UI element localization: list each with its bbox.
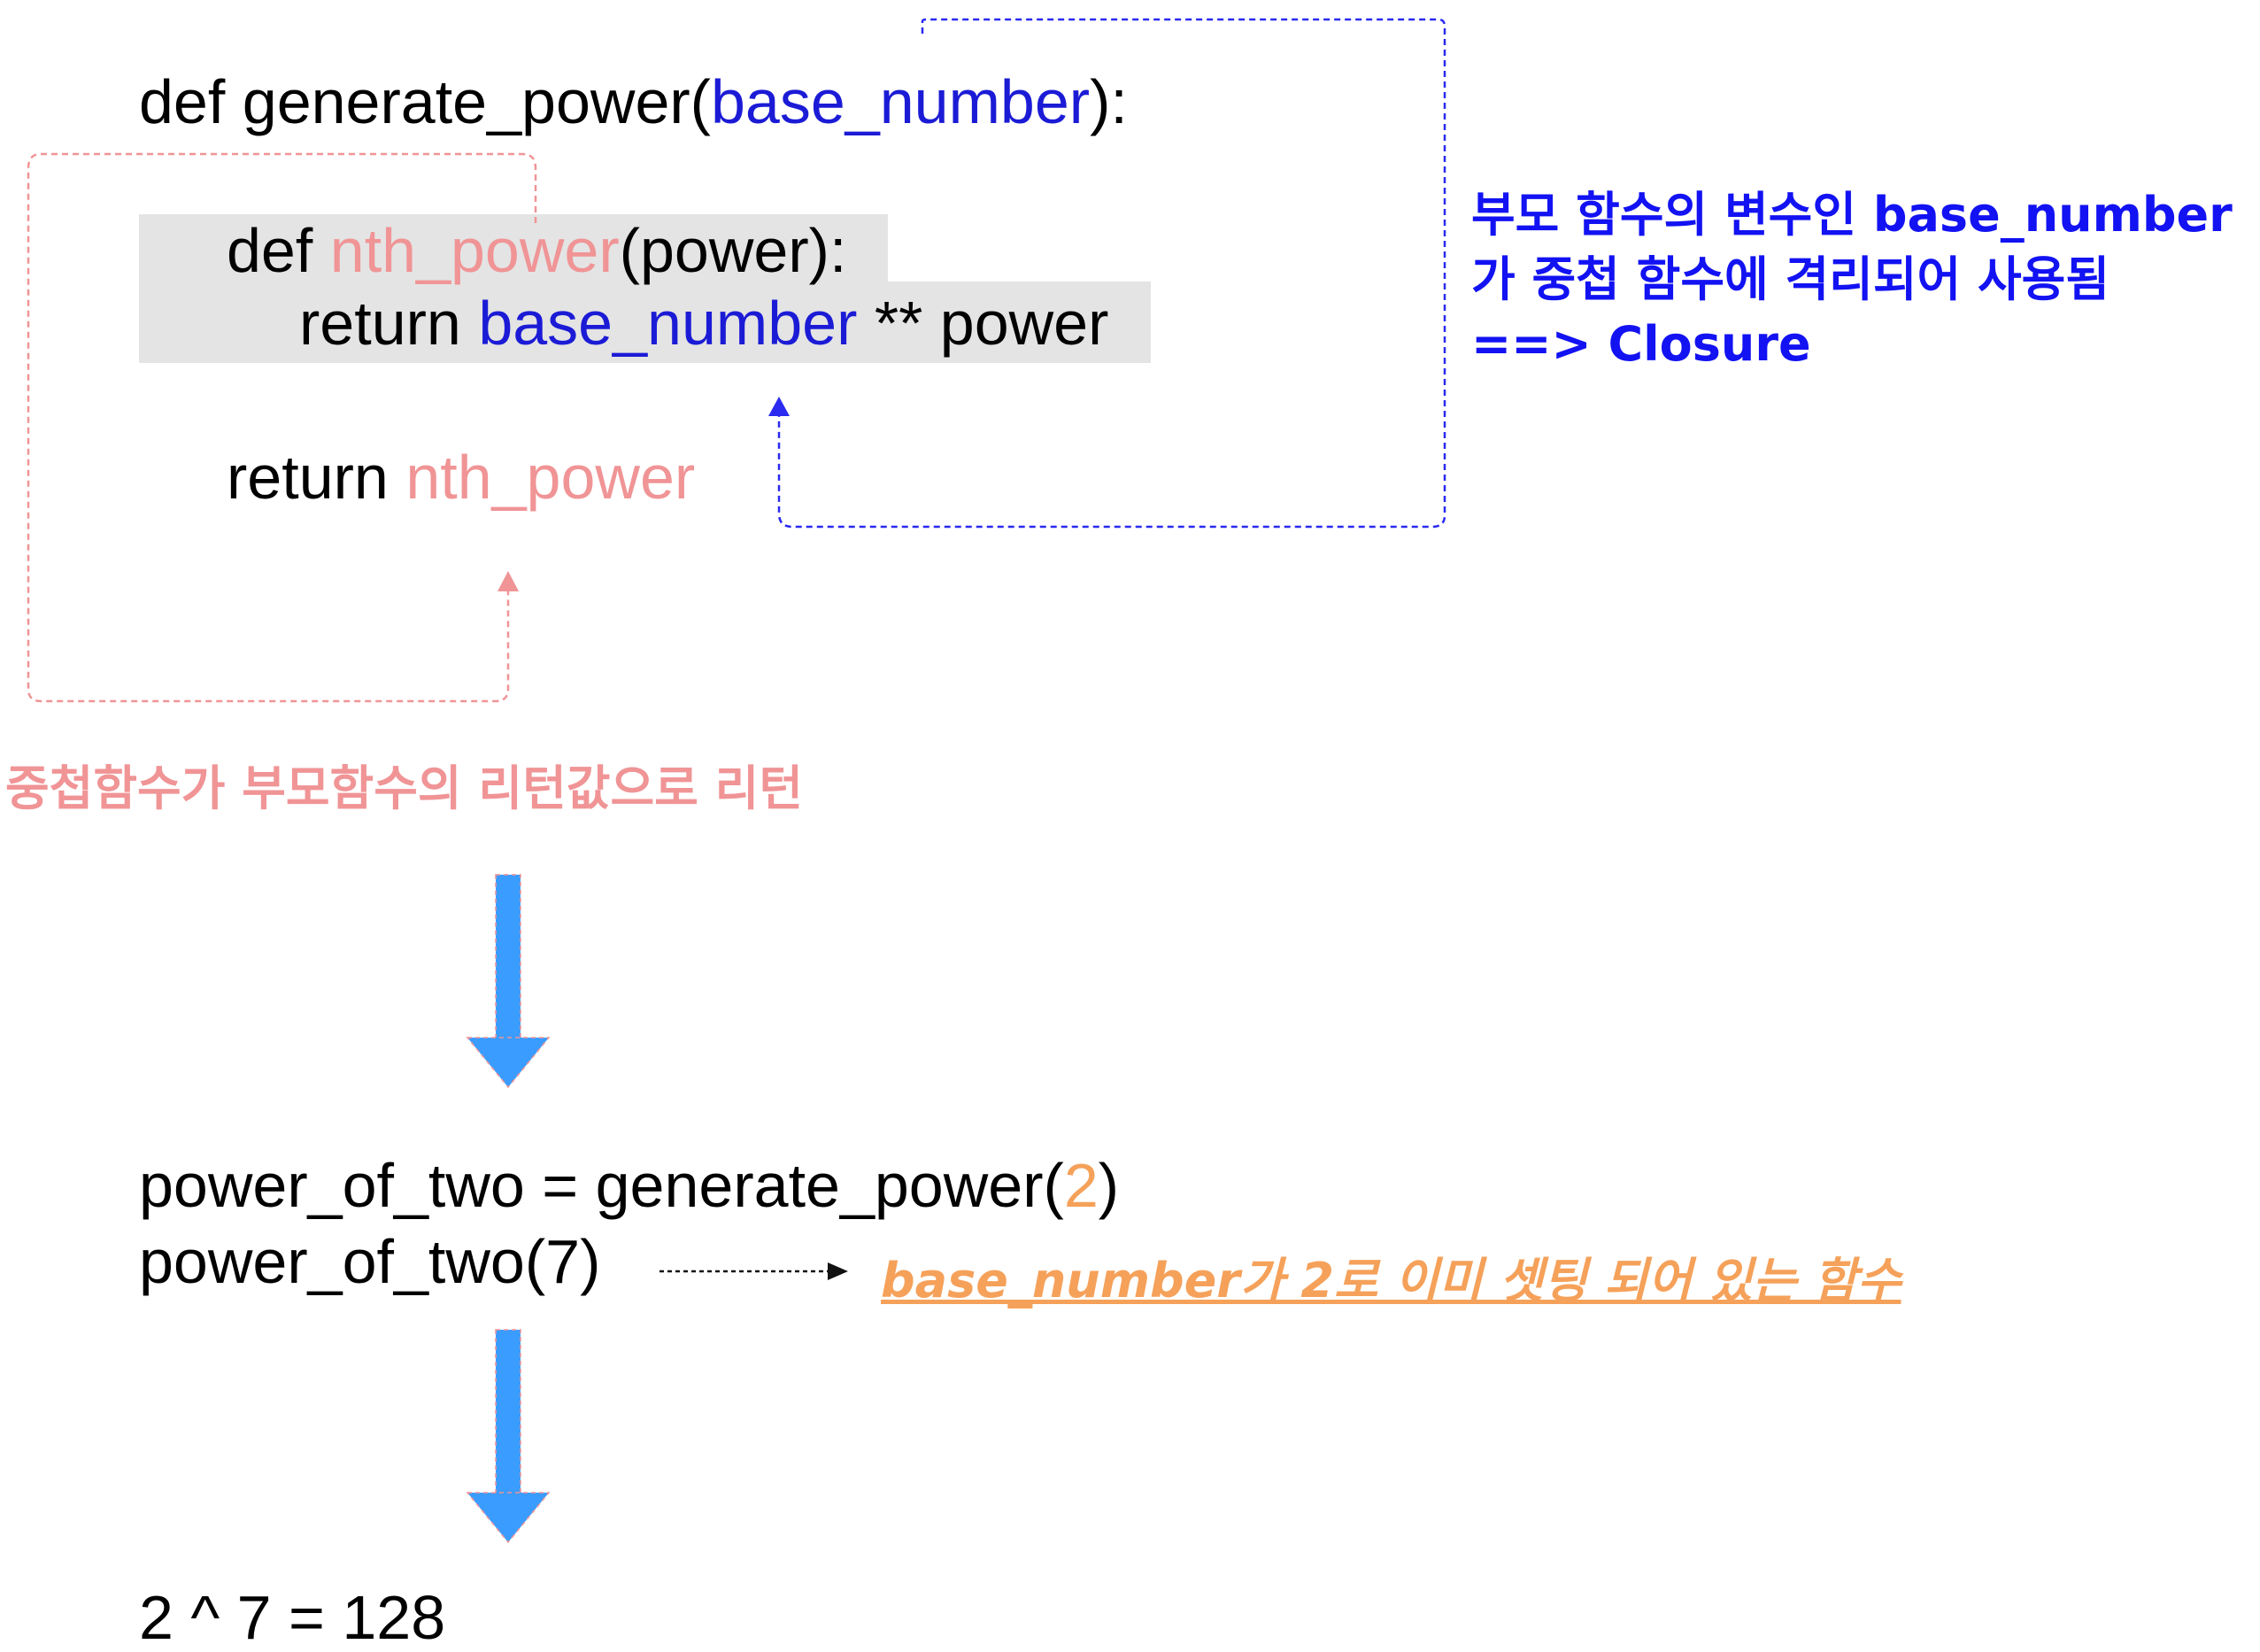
invoke-line: power_of_two(7)	[139, 1227, 601, 1296]
outer-return-name: nth_power	[405, 443, 696, 512]
outer-def-param: base_number	[711, 67, 1091, 136]
closure-annotation: 부모 함수의 변수인 base_number 가 중첩 함수에 격리되어 사용됨 =…	[1471, 183, 2233, 377]
inner-def-prefix: def	[227, 216, 330, 285]
inner-def-name: nth_power	[329, 216, 620, 285]
inner-return-suffix: ** power	[857, 289, 1109, 358]
nested-function-highlight-lower	[139, 282, 1151, 363]
call-line: power_of_two = generate_power(2)	[139, 1154, 1119, 1216]
inner-def-suffix: (power):	[619, 216, 847, 285]
closure-annotation-line-2: 가 중첩 함수에 격리되어 사용됨	[1471, 251, 2110, 307]
closure-connector-line	[777, 18, 1446, 529]
nested-return-connector-line	[27, 152, 537, 703]
inner-return-line: return base_number ** power	[299, 292, 1108, 354]
inner-def-line: def nth_power(power):	[227, 220, 846, 282]
call-line-suffix: )	[1098, 1151, 1120, 1220]
flow-down-arrow-1	[466, 874, 551, 1089]
inner-return-prefix: return	[299, 289, 479, 358]
outer-def-prefix: def generate_power(	[139, 67, 711, 136]
result-line: 2 ^ 7 = 128	[139, 1583, 446, 1652]
closure-annotation-line-3: ==> Closure	[1471, 315, 1811, 372]
closure-arrowhead	[768, 397, 790, 416]
inner-return-var: base_number	[478, 289, 858, 358]
nested-return-arrowhead	[498, 571, 519, 591]
call-line-prefix: power_of_two = generate_power(	[139, 1151, 1064, 1220]
outer-return-line: return nth_power	[227, 446, 695, 508]
call-line-arg: 2	[1063, 1151, 1099, 1220]
preset-function-annotation: base_number가 2로 이미 셋팅 되어 있는 함수	[881, 1253, 1901, 1308]
closure-annotation-line-1: 부모 함수의 변수인 base_number	[1471, 187, 2233, 243]
outer-def-suffix: ):	[1090, 67, 1128, 136]
flow-down-arrow-2	[466, 1329, 551, 1544]
outer-def-line: def generate_power(base_number):	[139, 71, 1128, 133]
nested-function-highlight	[139, 214, 888, 282]
preset-pointer-arrow	[659, 1262, 848, 1280]
outer-return-prefix: return	[227, 443, 406, 512]
nested-return-annotation: 중첩함수가 부모함수의 리턴값으로 리턴	[5, 760, 803, 816]
